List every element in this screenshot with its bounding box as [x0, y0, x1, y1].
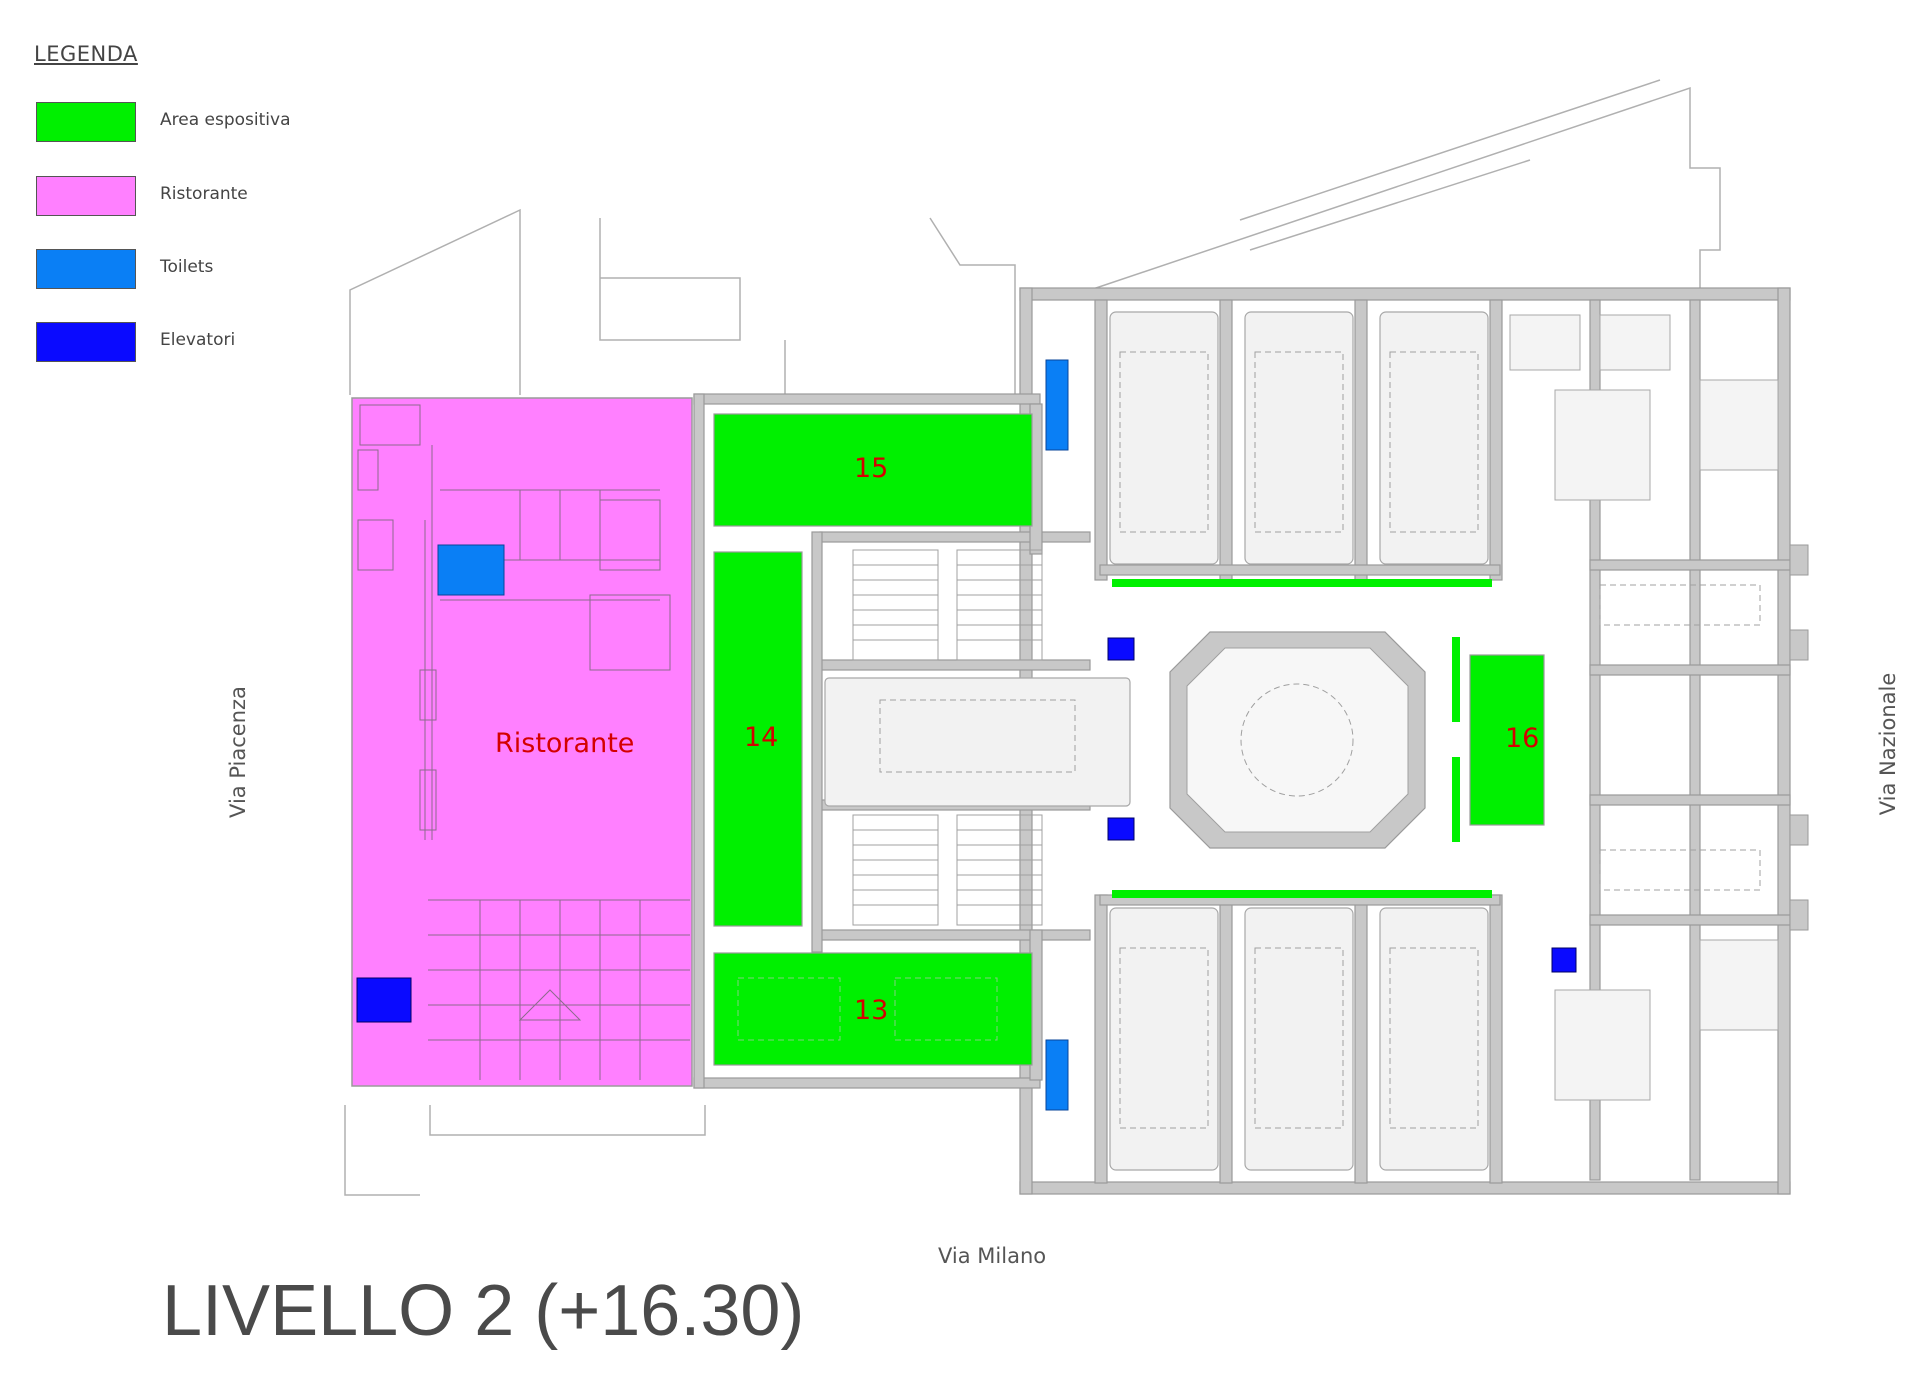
toilet-north — [1045, 359, 1069, 451]
room-label-15: 15 — [854, 453, 889, 484]
legend-label: Elevatori — [160, 330, 236, 350]
room-label-16: 16 — [1505, 723, 1540, 754]
staircases — [852, 549, 1043, 926]
room-16-area — [1469, 654, 1545, 826]
room-15-area — [713, 413, 1033, 527]
room-label-14: 14 — [744, 722, 779, 753]
context-lines — [344, 79, 1721, 1196]
legend-swatch-blue — [36, 322, 136, 362]
building-walls — [693, 287, 1791, 1195]
strip-16a — [1452, 637, 1460, 722]
elevator-restaurant — [356, 977, 412, 1023]
legend-swatch-green — [36, 102, 136, 142]
street-label-east: Via Nazionale — [1876, 672, 1900, 816]
facade-east — [1789, 544, 1809, 931]
courtyard-bays — [824, 311, 1489, 1171]
restaurant-area — [351, 397, 693, 1087]
central-hall — [1169, 631, 1426, 849]
toilets — [437, 359, 1069, 1111]
toilet-restaurant — [437, 544, 505, 596]
elevator-1 — [1107, 637, 1135, 661]
strip-north — [1112, 579, 1492, 587]
legend-swatch-lightblue — [36, 249, 136, 289]
legend-label: Ristorante — [160, 184, 248, 204]
strip-16b — [1452, 757, 1460, 842]
elevators — [356, 637, 1577, 1023]
elevator-2 — [1107, 817, 1135, 841]
legend-title: LEGENDA — [34, 42, 138, 66]
legend-label: Toilets — [160, 257, 214, 277]
toilet-south — [1045, 1039, 1069, 1111]
street-label-west: Via Piacenza — [226, 686, 250, 818]
room-13-inner — [737, 977, 998, 1041]
street-label-south: Via Milano — [938, 1244, 1047, 1268]
east-rooms — [1509, 314, 1779, 1101]
exhibition-areas — [713, 413, 1545, 1066]
legend-swatch-pink — [36, 176, 136, 216]
level-title: LIVELLO 2 (+16.30) — [162, 1271, 805, 1351]
strip-south — [1112, 890, 1492, 898]
room-14-area — [713, 551, 803, 927]
legend-label: Area espositiva — [160, 110, 291, 130]
elevator-3 — [1551, 947, 1577, 973]
room-label-13: 13 — [854, 995, 889, 1026]
room-label-ristorante: Ristorante — [495, 728, 635, 759]
room-13-area — [713, 952, 1033, 1066]
